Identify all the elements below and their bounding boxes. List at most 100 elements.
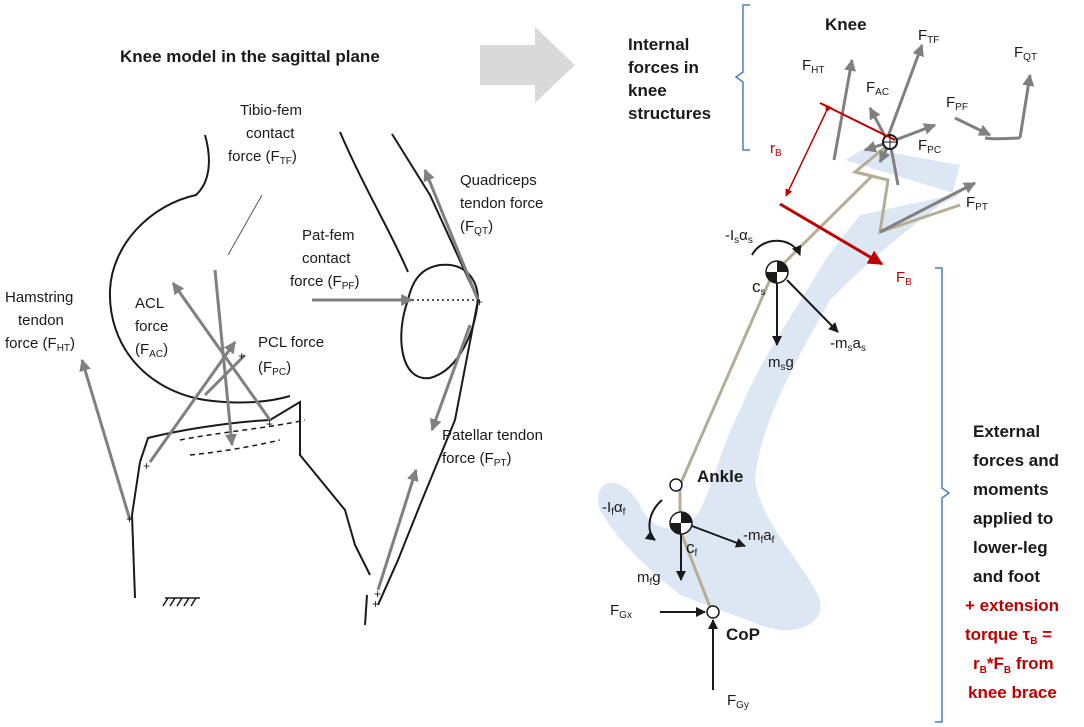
svg-text:force (FPT): force (FPT) <box>442 450 511 469</box>
internal-bracket <box>734 4 750 151</box>
label-acl: ACL force (FAC) <box>135 295 168 360</box>
arrow-r-qt-tail <box>984 136 1021 141</box>
label-r-fac: FAC <box>866 79 889 98</box>
arrow-r-fpc <box>889 123 937 144</box>
tf-pointer <box>227 194 263 256</box>
svg-text:+: + <box>143 459 150 473</box>
label-r-fgy: FGy <box>727 692 749 711</box>
label-r-fpf: FPF <box>946 94 968 113</box>
label-shank-ma: -msas <box>830 335 866 354</box>
transition-arrow <box>480 27 575 103</box>
svg-text:applied to: applied to <box>973 509 1053 528</box>
svg-text:PCL force: PCL force <box>258 334 324 351</box>
svg-text:structures: structures <box>628 104 711 123</box>
label-foot-ma: -mfaf <box>743 527 775 546</box>
label-ht: Hamstring tendon force (FHT) <box>5 289 75 354</box>
svg-text:knee: knee <box>628 81 667 100</box>
label-foot-com: cf <box>686 538 698 559</box>
svg-text:tendon force: tendon force <box>460 195 543 212</box>
femur-outline <box>108 134 291 404</box>
label-pf: Pat-fem contact force (FPF) <box>290 227 359 292</box>
svg-text:+: + <box>476 295 483 309</box>
arrow-r-fht <box>832 58 856 161</box>
shank-com <box>765 260 789 284</box>
svg-text:Internal: Internal <box>628 35 689 54</box>
svg-text:External: External <box>973 422 1040 441</box>
arrow-msas <box>786 279 839 333</box>
label-pt: Patellar tendon force (FPT) <box>442 427 543 469</box>
external-label: External forces and moments applied to l… <box>973 422 1059 586</box>
ankle-joint <box>669 478 683 492</box>
svg-text:Hamstring: Hamstring <box>5 289 73 306</box>
label-r-fqt: FQT <box>1014 44 1037 63</box>
foot-moment-arrow <box>644 499 663 541</box>
cop-label: CoP <box>726 625 760 644</box>
attachment-markers: + + + + + + + <box>126 295 483 611</box>
label-r-rb: rB <box>770 140 782 159</box>
internal-label: Internal forces in knee structures <box>628 35 711 123</box>
svg-text:Quadriceps: Quadriceps <box>460 172 537 189</box>
arrow-mfaf <box>691 525 746 548</box>
svg-text:torque τB =: torque τB = <box>965 625 1052 647</box>
quad-tendon-outline <box>391 133 479 301</box>
svg-text:contact: contact <box>246 125 295 142</box>
svg-text:tendon: tendon <box>18 312 64 329</box>
tibia-shaft-outline <box>130 461 141 599</box>
svg-text:+: + <box>266 417 273 431</box>
left-title: Knee model in the sagittal plane <box>120 47 380 66</box>
svg-text:contact: contact <box>302 250 351 267</box>
knee-axis <box>854 170 961 235</box>
arrow-ht <box>79 358 132 521</box>
svg-text:ACL: ACL <box>135 295 164 312</box>
svg-text:forces in: forces in <box>628 58 699 77</box>
leg-silhouette <box>598 148 960 631</box>
arrow-fb <box>779 202 884 266</box>
svg-text:(FQT): (FQT) <box>460 218 493 237</box>
svg-text:+: + <box>238 349 245 363</box>
svg-text:forces and: forces and <box>973 451 1059 470</box>
svg-text:and foot: and foot <box>973 567 1040 586</box>
svg-text:+: + <box>126 512 133 526</box>
label-pcl: PCL force (FPC) <box>258 334 324 378</box>
svg-text:knee brace: knee brace <box>968 683 1057 702</box>
label-foot-mg: mfg <box>637 569 661 588</box>
knee-label: Knee <box>825 15 867 34</box>
meniscus-dashed <box>179 419 306 441</box>
shank-moment-arrow <box>751 239 802 256</box>
svg-text:+: + <box>374 587 381 601</box>
label-shank-mg: msg <box>768 354 794 373</box>
label-shank-com: cs <box>752 277 766 298</box>
label-r-fgx: FGx <box>610 602 632 621</box>
arrow-acl <box>148 341 237 463</box>
label-r-fpt: FPT <box>966 194 988 213</box>
fixed-ground <box>162 597 200 607</box>
ankle-label: Ankle <box>697 467 743 486</box>
label-r-ftf: FTF <box>918 27 939 46</box>
svg-text:moments: moments <box>973 480 1049 499</box>
rb-dimension <box>785 104 833 197</box>
brace-label: + extension torque τB = rB*FB from knee … <box>965 596 1059 702</box>
arrow-r-fpf <box>954 116 992 137</box>
label-r-fpc: FPC <box>918 137 941 156</box>
cop-point <box>706 605 720 619</box>
tibia-shaft-right-outline <box>364 594 368 626</box>
arrow-r-fpt <box>879 181 977 234</box>
arrow-tf <box>213 269 237 447</box>
arrow-r-fqt <box>1018 73 1035 139</box>
patella-outline <box>400 263 480 380</box>
label-r-fb: FB <box>896 269 912 288</box>
arrow-pcl <box>203 353 247 397</box>
foot-com <box>669 511 693 535</box>
svg-text:lower-leg: lower-leg <box>973 538 1048 557</box>
meniscus-dashed-lower <box>189 439 281 456</box>
label-foot-inertia: -Ifαf <box>602 499 626 518</box>
svg-text:force: force <box>135 318 168 335</box>
svg-text:+: + <box>372 597 379 611</box>
arrow-r-ftf <box>884 43 924 143</box>
label-shank-inertia: -Isαs <box>725 227 753 246</box>
svg-text:rB*FB from: rB*FB from <box>973 654 1054 676</box>
svg-text:Patellar tendon: Patellar tendon <box>442 427 543 444</box>
rb-tick-top <box>819 102 896 141</box>
